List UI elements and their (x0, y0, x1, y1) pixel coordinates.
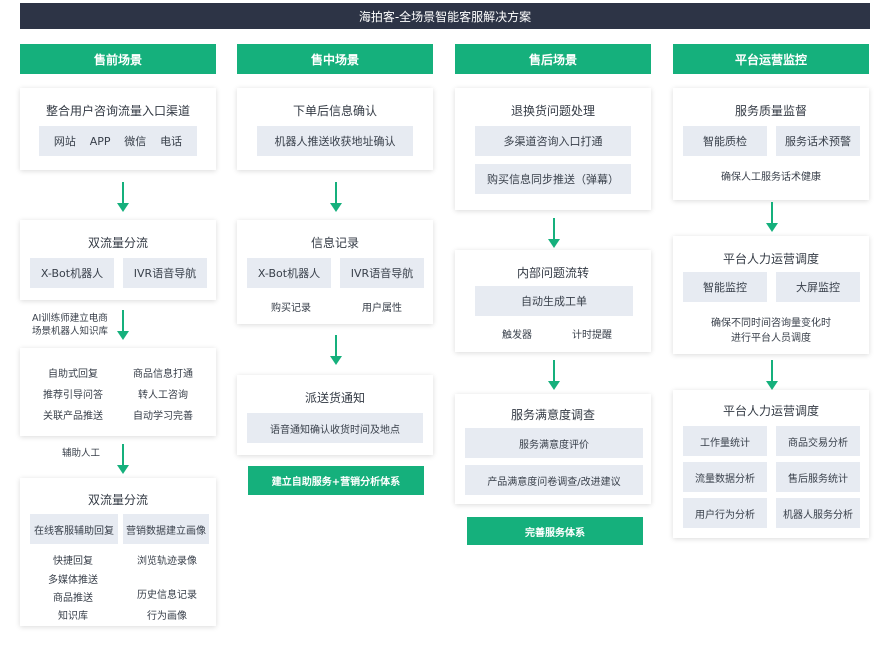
xbot-pill: X-Bot机器人 (247, 258, 331, 288)
feature-item: 关联产品推送 (43, 411, 103, 422)
arrow-down-icon (548, 360, 560, 390)
arrow-down-icon (330, 335, 342, 365)
presale-channel-card: 整合用户咨询流量入口渠道 网站 APP 微信 电话 (20, 88, 216, 170)
record-label: 购买记录 (271, 303, 311, 314)
channel-wechat: 微信 (124, 135, 147, 148)
channel-list: 网站 APP 微信 电话 (39, 126, 197, 156)
auto-ticket-pill: 自动生成工单 (475, 286, 633, 316)
xbot-pill: X-Bot机器人 (30, 258, 114, 288)
presale-assist-card: 双流量分流 在线客服辅助回复 营销数据建立画像 快捷回复 多媒体推送 商品推送 … (20, 478, 216, 626)
purchase-sync-pill: 购买信息同步推送（弹幕） (475, 164, 631, 194)
column-header-presale: 售前场景 (20, 44, 216, 74)
quality-note: 确保人工服务话术健康 (721, 172, 821, 183)
smart-qc-pill: 智能质检 (683, 126, 767, 156)
feature-item: 自动学习完善 (133, 411, 193, 422)
column-header-aftersale: 售后场景 (455, 44, 651, 74)
channel-website: 网站 (53, 135, 76, 148)
feature-item: 推荐引导问答 (43, 390, 103, 401)
insale-delivery-card: 派送货通知 语音通知确认收货时间及地点 (237, 375, 433, 455)
multichannel-pill: 多渠道咨询入口打通 (475, 126, 631, 156)
card-title: 服务质量监督 (734, 104, 807, 118)
monitor-quality-card: 服务质量监督 智能质检 服务话术预警 确保人工服务话术健康 (673, 88, 869, 200)
presale-split-card: 双流量分流 X-Bot机器人 IVR语音导航 (20, 220, 216, 300)
analysis-pill: 工作量统计 (683, 426, 767, 456)
arrow-down-icon (766, 360, 778, 390)
card-title: 双流量分流 (87, 493, 148, 507)
card-title: 派送货通知 (304, 391, 365, 405)
card-title: 服务满意度调查 (510, 408, 595, 422)
arrow-down-icon (330, 182, 342, 212)
arrow-down-icon (117, 444, 129, 474)
column-header-monitor: 平台运营监控 (673, 44, 869, 74)
card-title: 平台人力运营调度 (722, 404, 819, 418)
card-title: 内部问题流转 (516, 266, 589, 280)
assist-item: 快捷回复 (53, 556, 93, 567)
channel-app: APP (89, 134, 111, 148)
assist-human-note: 辅助人工 (62, 448, 101, 459)
assist-item: 浏览轨迹录像 (137, 556, 197, 567)
ai-trainer-note: AI训练师建立电商 场景机器人知识库 (32, 313, 109, 337)
channel-phone: 电话 (160, 135, 183, 148)
dispatch-note: 确保不同时间咨询量变化时 (711, 318, 831, 329)
card-title: 下单后信息确认 (292, 104, 377, 118)
column-header-insale: 售中场景 (237, 44, 433, 74)
monitor-dispatch-card: 平台人力运营调度 智能监控 大屏监控 确保不同时间咨询量变化时 进行平台人员调度 (673, 236, 869, 354)
satisfaction-pill: 服务满意度评价 (465, 428, 643, 458)
feature-item: 转人工咨询 (138, 390, 188, 401)
improve-service-button[interactable]: 完善服务体系 (467, 517, 643, 545)
assist-item: 多媒体推送 (48, 575, 98, 586)
monitor-analysis-card: 平台人力运营调度 工作量统计 商品交易分析 流量数据分析 售后服务统计 用户行为… (673, 390, 869, 538)
assist-item: 行为画像 (147, 611, 187, 622)
script-warning-pill: 服务话术预警 (776, 126, 860, 156)
aftersale-flow-card: 内部问题流转 自动生成工单 触发器 计时提醒 (455, 250, 651, 352)
flow-label: 计时提醒 (572, 330, 612, 341)
screen-monitor-pill: 大屏监控 (776, 272, 860, 302)
online-assist-pill: 在线客服辅助回复 (30, 514, 118, 544)
card-title: 退换货问题处理 (510, 104, 595, 118)
feature-item: 商品信息打通 (133, 369, 193, 380)
build-self-service-button[interactable]: 建立自助服务+营销分析体系 (248, 466, 424, 495)
arrow-down-icon (766, 202, 778, 232)
record-label: 用户属性 (362, 303, 402, 314)
smart-monitor-pill: 智能监控 (683, 272, 767, 302)
card-title: 整合用户咨询流量入口渠道 (45, 104, 190, 118)
analysis-pill: 流量数据分析 (683, 462, 767, 492)
card-title: 双流量分流 (87, 236, 148, 250)
assist-item: 商品推送 (53, 593, 93, 604)
product-survey-pill: 产品满意度问卷调查/改进建议 (465, 465, 643, 495)
analysis-pill: 用户行为分析 (683, 498, 767, 528)
assist-item: 知识库 (58, 611, 88, 622)
flow-label: 触发器 (502, 330, 532, 341)
voice-notify-pill: 语音通知确认收货时间及地点 (247, 413, 423, 443)
ivr-pill: IVR语音导航 (123, 258, 207, 288)
card-title: 信息记录 (310, 236, 359, 250)
insale-record-card: 信息记录 X-Bot机器人 IVR语音导航 购买记录 用户属性 (237, 220, 433, 324)
address-confirm-pill: 机器人推送收获地址确认 (257, 126, 413, 156)
presale-features-card: 自助式回复 商品信息打通 推荐引导问答 转人工咨询 关联产品推送 自动学习完善 (20, 348, 216, 436)
analysis-pill: 商品交易分析 (776, 426, 860, 456)
dispatch-note: 进行平台人员调度 (731, 333, 811, 344)
card-title: 平台人力运营调度 (722, 252, 819, 266)
arrow-down-icon (117, 182, 129, 212)
aftersale-survey-card: 服务满意度调查 服务满意度评价 产品满意度问卷调查/改进建议 (455, 394, 651, 504)
analysis-pill: 机器人服务分析 (776, 498, 860, 528)
assist-item: 历史信息记录 (137, 590, 197, 601)
arrow-down-icon (117, 310, 129, 340)
ivr-pill: IVR语音导航 (340, 258, 424, 288)
feature-item: 自助式回复 (48, 369, 98, 380)
arrow-down-icon (548, 218, 560, 248)
aftersale-return-card: 退换货问题处理 多渠道咨询入口打通 购买信息同步推送（弹幕） (455, 88, 651, 210)
marketing-profile-pill: 营销数据建立画像 (123, 514, 209, 544)
analysis-pill: 售后服务统计 (776, 462, 860, 492)
insale-confirm-card: 下单后信息确认 机器人推送收获地址确认 (237, 88, 433, 170)
page-title: 海拍客-全场景智能客服解决方案 (20, 3, 870, 29)
